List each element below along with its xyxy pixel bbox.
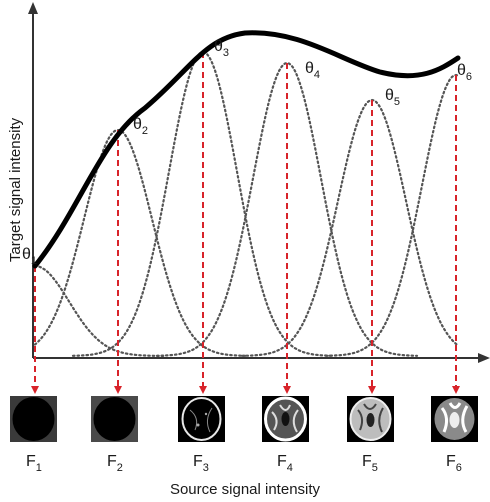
thumbnail-f2: [91, 396, 138, 442]
thumbnail-f6: [431, 396, 478, 442]
feature-label-5: F5: [362, 453, 378, 474]
theta-label-3: θ3: [214, 38, 229, 59]
feature-label-6: F6: [446, 453, 462, 474]
drop-arrowhead-6: [452, 386, 460, 394]
x-axis-arrowhead: [478, 353, 490, 363]
feature-label-1: F1: [26, 453, 42, 474]
drop-arrowhead-3: [199, 386, 207, 394]
theta-label-4: θ4: [305, 60, 320, 81]
feature-label-2: F2: [107, 453, 123, 474]
intensity-mapping-curve: [32, 30, 461, 269]
theta-label-6: θ6: [457, 62, 472, 83]
feature-labels: F1 F2 F3 F4 F5 F6: [26, 453, 462, 474]
theta-labels: θ1 θ2 θ3 θ4 θ5 θ6: [22, 38, 472, 267]
thumbnail-f3: [178, 396, 225, 442]
kernel-curve-6: [324, 73, 460, 357]
drop-arrowhead-1: [31, 386, 39, 394]
feature-label-4: F4: [277, 453, 293, 474]
thumbnail-f4: [262, 396, 309, 442]
feature-label-3: F3: [193, 453, 209, 474]
kernel-curve-1: [33, 264, 167, 357]
y-axis-arrowhead: [28, 2, 38, 14]
drop-arrowhead-4: [283, 386, 291, 394]
drop-arrowhead-2: [114, 386, 122, 394]
y-axis-title: Target signal intensity: [7, 117, 24, 262]
feature-thumbnails: [10, 396, 478, 442]
thumbnail-f1: [10, 396, 57, 442]
theta-label-1: θ1: [22, 246, 37, 267]
drop-lines: [31, 52, 460, 394]
drop-arrowhead-5: [368, 386, 376, 394]
thumbnail-f5: [347, 396, 394, 442]
theta-label-5: θ5: [385, 87, 400, 108]
theta-label-2: θ2: [133, 116, 148, 137]
kernel-curve-5: [240, 98, 460, 357]
kernel-curve-2: [33, 129, 249, 357]
kernel-curve-4: [155, 61, 419, 357]
x-axis-title: Source signal intensity: [170, 481, 321, 498]
